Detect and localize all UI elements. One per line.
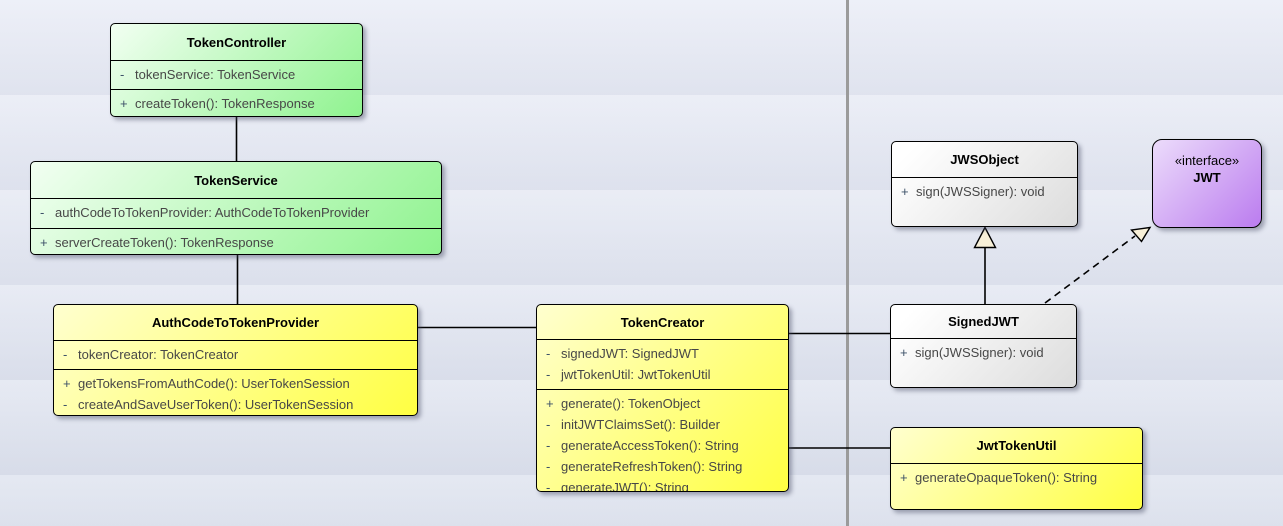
method-row: + serverCreateToken(): TokenResponse [31,232,441,253]
member-text: generateJWT(): String [561,480,689,491]
attribute-row: - tokenService: TokenService [111,64,362,85]
visibility-symbol: - [546,438,551,453]
attributes-compartment: - tokenService: TokenService [111,60,362,89]
member-text: jwtTokenUtil: JwtTokenUtil [561,367,711,382]
generalization-arrowhead-icon [973,225,997,249]
visibility-symbol: + [63,376,71,391]
methods-compartment: + createToken(): TokenResponse [111,89,362,118]
class-title: JWSObject [950,152,1019,167]
interface-name: JWT [1193,170,1221,185]
visibility-symbol: + [900,470,908,485]
visibility-symbol: - [40,205,45,220]
member-text: generateRefreshToken(): String [561,459,743,474]
member-text: generateAccessToken(): String [561,438,739,453]
member-text: getTokensFromAuthCode(): UserTokenSessio… [78,376,350,391]
visibility-symbol: - [546,367,551,382]
member-text: serverCreateToken(): TokenResponse [55,235,274,250]
visibility-symbol: + [900,345,908,360]
attributes-compartment: - authCodeToTokenProvider: AuthCodeToTok… [31,198,441,228]
visibility-symbol: - [63,397,68,412]
method-row: - initJWTClaimsSet(): Builder [537,414,788,435]
class-box-token-controller: TokenController - tokenService: TokenSer… [110,23,363,117]
attribute-row: - jwtTokenUtil: JwtTokenUtil [537,364,788,385]
visibility-symbol: - [546,417,551,432]
attribute-row: - signedJWT: SignedJWT [537,343,788,364]
visibility-symbol: - [120,67,125,82]
attributes-compartment: - tokenCreator: TokenCreator [54,340,417,369]
member-text: authCodeToTokenProvider: AuthCodeToToken… [55,205,370,220]
class-box-token-service: TokenService - authCodeToTokenProvider: … [30,161,442,255]
class-title: JwtTokenUtil [976,438,1057,453]
methods-compartment: + sign(JWSSigner): void [891,338,1076,387]
member-text: tokenCreator: TokenCreator [78,347,239,362]
member-text: tokenService: TokenService [135,67,296,82]
class-title: SignedJWT [948,314,1019,329]
methods-compartment: + sign(JWSSigner): void [892,177,1077,226]
member-text: generateOpaqueToken(): String [915,470,1098,485]
class-title: AuthCodeToTokenProvider [151,315,320,330]
visibility-symbol: + [40,235,48,250]
interface-box-jwt: «interface» JWT [1152,139,1262,228]
method-row: - createAndSaveUserToken(): UserTokenSes… [54,394,417,415]
method-row: + generateOpaqueToken(): String [891,467,1142,488]
member-text: signedJWT: SignedJWT [561,346,699,361]
visibility-symbol: - [63,347,68,362]
attributes-compartment: - signedJWT: SignedJWT - jwtTokenUtil: J… [537,339,788,389]
method-row: - generateJWT(): String [537,477,788,491]
member-text: sign(JWSSigner): void [916,184,1045,199]
visibility-symbol: + [901,184,909,199]
member-text: generate(): TokenObject [561,396,701,411]
visibility-symbol: - [546,459,551,474]
member-text: createToken(): TokenResponse [135,96,315,111]
method-row: + sign(JWSSigner): void [892,181,1077,202]
realization-arrowhead-icon [1130,226,1152,243]
methods-compartment: + serverCreateToken(): TokenResponse [31,228,441,256]
class-box-auth-code-to-token-provider: AuthCodeToTokenProvider - tokenCreator: … [53,304,418,416]
method-row: + getTokensFromAuthCode(): UserTokenSess… [54,373,417,394]
method-row: - generateRefreshToken(): String [537,456,788,477]
class-title: TokenController [186,34,287,50]
method-row: + createToken(): TokenResponse [111,93,362,114]
methods-compartment: + generateOpaqueToken(): String [891,463,1142,509]
attribute-row: - authCodeToTokenProvider: AuthCodeToTok… [31,202,441,223]
member-text: initJWTClaimsSet(): Builder [561,417,720,432]
class-box-signed-jwt: SignedJWT + sign(JWSSigner): void [890,304,1077,388]
methods-compartment: + generate(): TokenObject - initJWTClaim… [537,389,788,491]
member-text: sign(JWSSigner): void [915,345,1044,360]
method-row: + sign(JWSSigner): void [891,342,1076,363]
method-row: + generate(): TokenObject [537,393,788,414]
visibility-symbol: + [120,96,128,111]
class-box-jwt-token-util: JwtTokenUtil + generateOpaqueToken(): St… [890,427,1143,510]
class-box-token-creator: TokenCreator - signedJWT: SignedJWT - jw… [536,304,789,492]
class-title: TokenService [194,172,278,188]
class-box-jws-object: JWSObject + sign(JWSSigner): void [891,141,1078,227]
attribute-row: - tokenCreator: TokenCreator [54,344,417,365]
member-text: createAndSaveUserToken(): UserTokenSessi… [78,397,354,412]
interface-stereotype: «interface» [1174,153,1240,168]
visibility-symbol: + [546,396,554,411]
visibility-symbol: - [546,480,551,491]
class-title: TokenCreator [620,314,705,330]
visibility-symbol: - [546,346,551,361]
methods-compartment: + getTokensFromAuthCode(): UserTokenSess… [54,369,417,415]
realization-signedjwt-jwt [1044,235,1136,304]
method-row: - generateAccessToken(): String [537,435,788,456]
